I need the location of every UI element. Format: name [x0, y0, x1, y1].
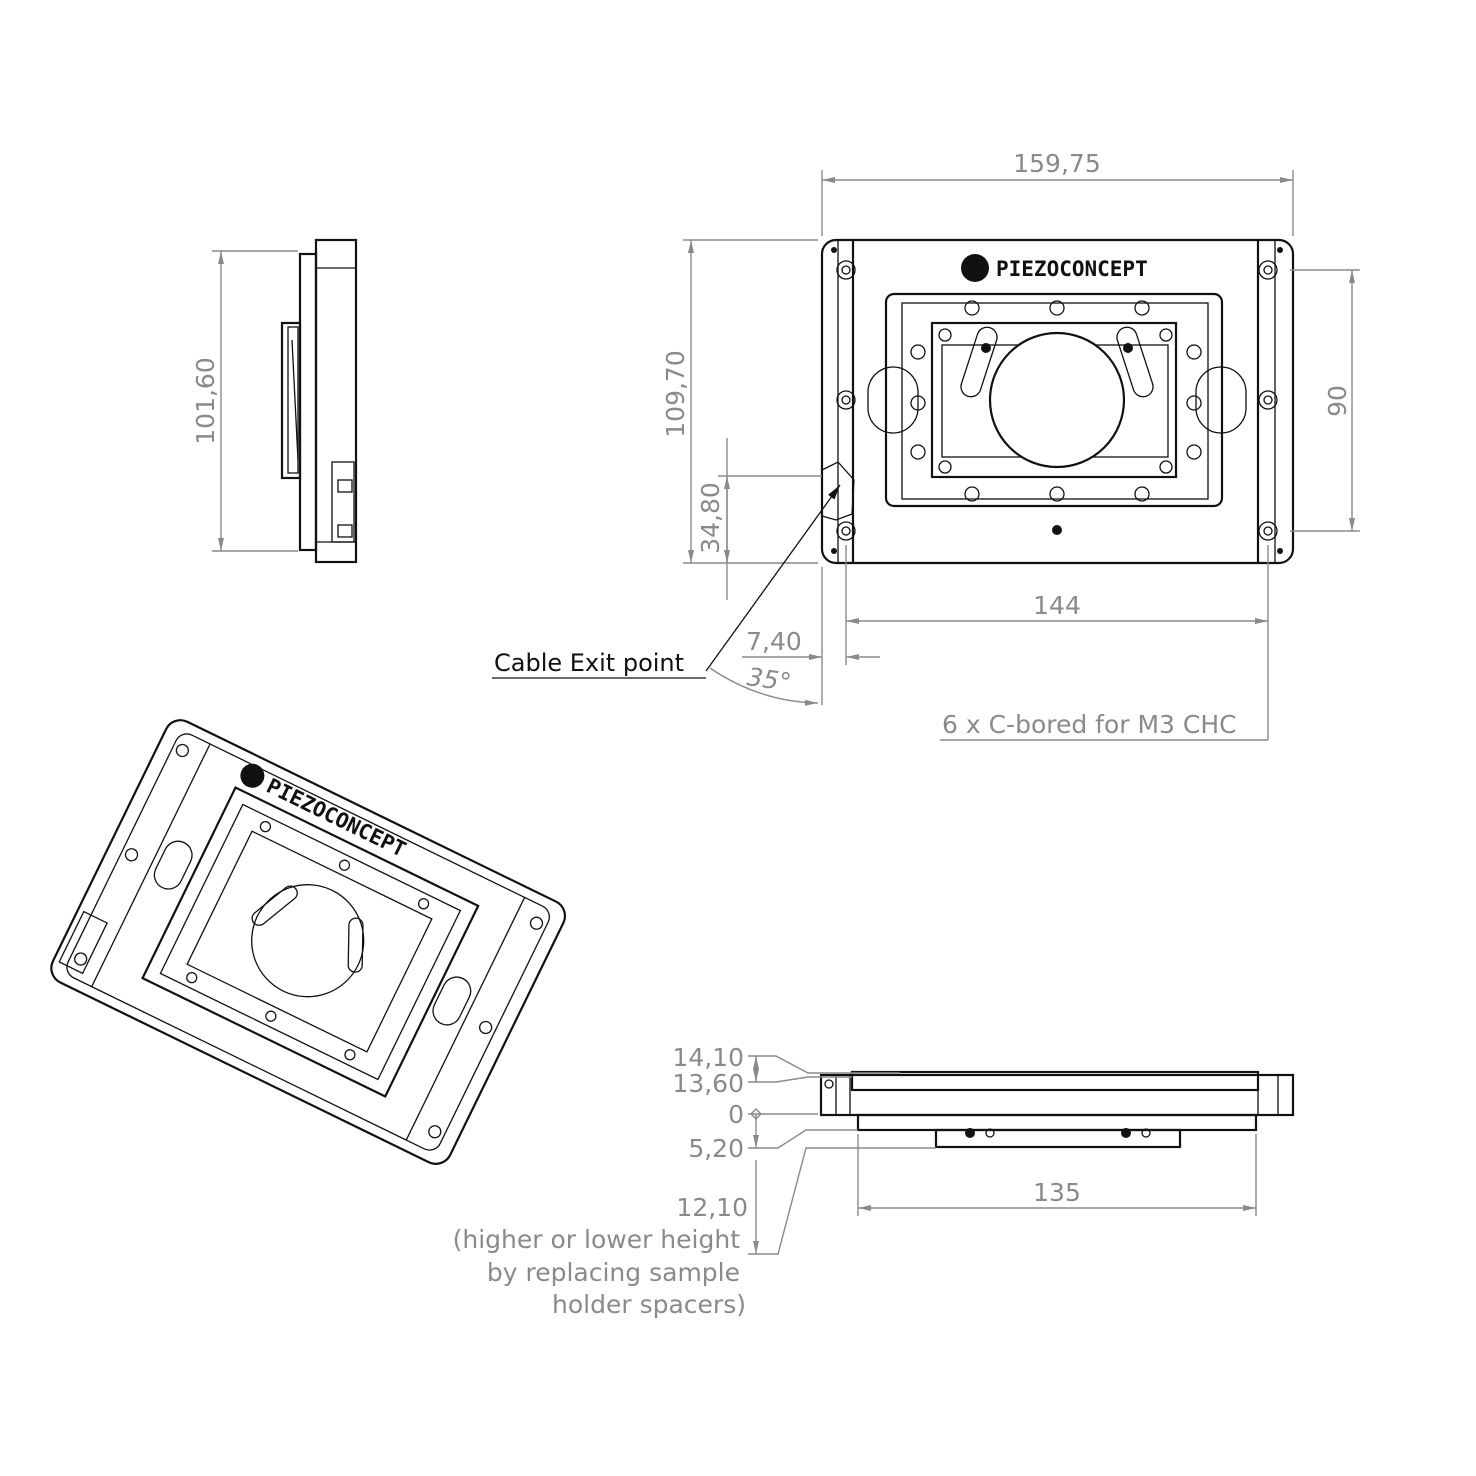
- side-view: 101,60: [191, 238, 358, 564]
- front-view: [819, 1070, 1295, 1149]
- holder-note-line-2: by replacing sample: [487, 1258, 740, 1287]
- base-width-dim: 135: [1033, 1178, 1081, 1207]
- level-top-dim: 14,10: [672, 1043, 744, 1072]
- cable-exit-label: Cable Exit point: [494, 649, 684, 677]
- top-view-dimensions: 159,75 109,70 90 34,80 144 7,40 35° Cabl: [492, 149, 1360, 741]
- width-total-dim: 159,75: [1013, 149, 1100, 178]
- iso-brand-text: PIEZOCONCEPT: [263, 774, 410, 862]
- brand-logo-icon: [961, 254, 989, 282]
- level-holder-dim: 12,10: [676, 1193, 748, 1222]
- isometric-view: PIEZOCONCEPT: [50, 719, 567, 1165]
- level-zero-dim: 0: [728, 1100, 744, 1129]
- top-view: PIEZOCONCEPT: [820, 238, 1295, 565]
- edge-offset-dim: 7,40: [746, 627, 802, 656]
- holder-note-line-3: holder spacers): [552, 1290, 746, 1319]
- side-height-dim: 101,60: [191, 357, 220, 444]
- level-mid-dim: 13,60: [672, 1069, 744, 1098]
- cable-exit-height-dim: 34,80: [696, 482, 725, 554]
- holder-note-line-1: (higher or lower height: [453, 1225, 741, 1254]
- level-low-dim: 5,20: [688, 1134, 744, 1163]
- hole-pitch-horizontal-dim: 144: [1033, 591, 1081, 620]
- front-view-dimensions: 14,10 13,60 0 5,20 12,10 (higher or lowe…: [453, 1043, 1257, 1319]
- height-total-dim: 109,70: [661, 350, 690, 437]
- brand-logo-text: PIEZOCONCEPT: [996, 257, 1148, 281]
- cable-angle-dim: 35°: [745, 662, 793, 697]
- holes-note: 6 x C-bored for M3 CHC: [942, 710, 1237, 739]
- hole-pitch-vertical-dim: 90: [1323, 385, 1352, 417]
